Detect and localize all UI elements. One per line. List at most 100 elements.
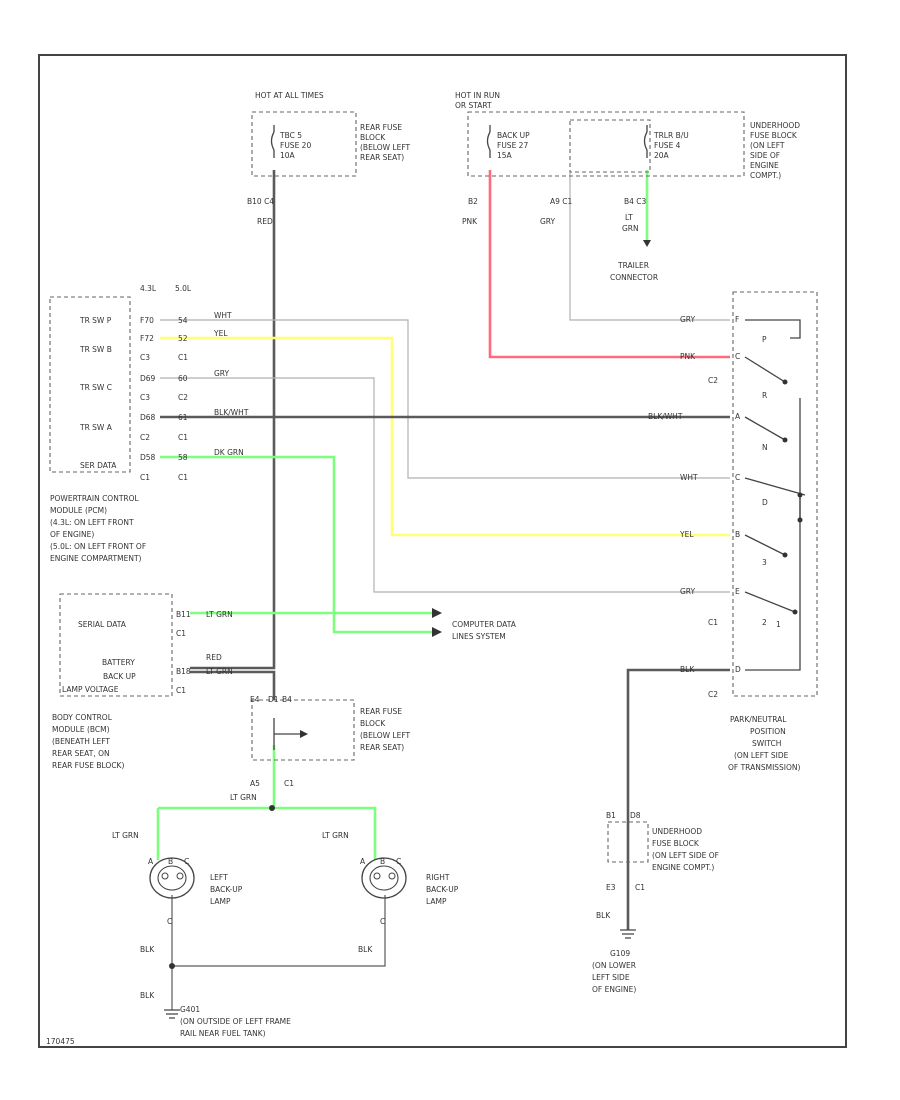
wire-yellow: [160, 336, 730, 537]
sw-pin-c: C: [735, 352, 740, 361]
conn-b10-c4: B10 C4: [247, 197, 274, 206]
pcm-col-43: F70 F72 C3 D69 C3 D68 C2 D58 C1: [140, 316, 156, 482]
trailer-connector-1: TRAILER: [617, 261, 649, 270]
left-blk: BLK: [140, 945, 155, 954]
left-pin-c: C: [184, 857, 189, 866]
tbc-fuse-3: 10A: [280, 151, 296, 160]
pcm-43-3: D69: [140, 374, 156, 383]
gnd-pin-d8: D8: [630, 811, 641, 820]
pcm-43-6: C2: [140, 433, 150, 442]
pcm-wire-wht: WHT: [214, 311, 232, 320]
backup-fuse-1: BACK UP: [497, 131, 530, 140]
bcm-battery: BATTERY: [102, 658, 135, 667]
pcm-desc-0: POWERTRAIN CONTROL: [50, 494, 140, 503]
gnd-underhood-1: FUSE BLOCK: [652, 839, 700, 848]
sw-pos-2: 2: [762, 618, 767, 627]
g109-label: G109: [610, 949, 630, 958]
underhood-fuse-block-top: [467, 111, 745, 177]
rear-fuse-block-3: (BELOW LEFT: [360, 143, 411, 152]
right-blk: BLK: [358, 945, 373, 954]
tbc-fuse-1: TBC 5: [279, 131, 302, 140]
gnd-wire-blk: BLK: [596, 911, 611, 920]
right-lamp-2: LAMP: [426, 897, 447, 906]
rear-fuse-block-2: BLOCK: [360, 133, 386, 142]
wire-lt-label: LT: [625, 213, 633, 222]
wire-red-label: RED: [257, 217, 273, 226]
wire-red-battery: [190, 170, 276, 670]
g109-desc-2: OF ENGINE): [592, 985, 636, 994]
g401-ground-icon: [164, 1009, 180, 1019]
bcm-pin-3: C1: [176, 686, 186, 695]
trailer-connector-2: CONNECTOR: [610, 273, 658, 282]
pcm-50-2: C1: [178, 353, 188, 362]
sw-row-yel: YEL: [679, 530, 694, 539]
wire-gry-label: GRY: [540, 217, 556, 226]
rear2-label-0: REAR FUSE: [360, 707, 402, 716]
gnd-underhood-3: ENGINE COMPT.): [652, 863, 714, 872]
sw-row-gry: GRY: [680, 315, 696, 324]
g401-desc-0: (ON OUTSIDE OF LEFT FRAME: [180, 1017, 291, 1026]
right-backup-lamp: [361, 857, 407, 899]
left-lamp-c: C: [167, 917, 172, 926]
conn-b4-c3: B4 C3: [624, 197, 647, 206]
bcm-wire-red: RED: [206, 653, 222, 662]
g401-desc-1: RAIL NEAR FUEL TANK): [180, 1029, 266, 1038]
g109-desc-0: (ON LOWER: [592, 961, 636, 970]
left-backup-lamp: [149, 857, 195, 899]
sw-row-blk: BLK: [680, 665, 695, 674]
pcm-4-3l: 4.3L: [140, 284, 157, 293]
sw-desc-0: PARK/NEUTRAL: [730, 715, 787, 724]
switch-contacts: [744, 319, 806, 671]
pcm-50-1: 52: [178, 334, 188, 343]
wire-pink: [488, 170, 730, 359]
pcm-desc-3: OF ENGINE): [50, 530, 94, 539]
left-pin-a: A: [148, 857, 154, 866]
rear-fuse-block-1: REAR FUSE: [360, 123, 402, 132]
pcm-43-7: D58: [140, 453, 156, 462]
pcm-43-0: F70: [140, 316, 154, 325]
wire-gray: [160, 377, 730, 593]
backup-fuse-2: FUSE 27: [497, 141, 528, 150]
g109-ground-icon: [620, 929, 636, 939]
rear-fuse-block-2: [251, 699, 355, 761]
splice-dot-2: [269, 805, 275, 811]
computer-data-2: LINES SYSTEM: [452, 632, 506, 641]
bcm-backup: BACK UP: [103, 672, 136, 681]
footer-code: 170475: [46, 1037, 75, 1046]
trlr-fuse-1: TRLR B/U: [653, 131, 689, 140]
underhood-fuse-bottom: [607, 821, 649, 863]
left-lamp-1: BACK-UP: [210, 885, 243, 894]
sw-row-blk-wht: BLK/WHT: [648, 412, 683, 421]
sw-pin-c2: C: [735, 473, 740, 482]
rear2-pin-3: A5: [250, 779, 260, 788]
pcm-43-5: D68: [140, 413, 156, 422]
rear2-pin-4: C1: [284, 779, 294, 788]
pcm-wire-yel: YEL: [213, 329, 228, 338]
fuse-symbols: [270, 125, 648, 158]
rear2-label-2: (BELOW LEFT: [360, 731, 411, 740]
rear2-label-1: BLOCK: [360, 719, 386, 728]
rear2-label-3: REAR SEAT): [360, 743, 404, 752]
pcm-pin-trsw-a: TR SW A: [79, 423, 113, 432]
sw-pos-r: R: [762, 391, 767, 400]
underhood-3: (ON LEFT: [750, 141, 785, 150]
backup-fuse-3: 15A: [497, 151, 513, 160]
wire-white: [160, 319, 730, 479]
sw-pin-f: F: [735, 315, 739, 324]
pcm-pin-trsw-c: TR SW C: [79, 383, 112, 392]
rear2-wire: LT GRN: [230, 793, 257, 802]
conn-b2: B2: [468, 197, 478, 206]
pcm-50-4: C2: [178, 393, 188, 402]
g401-label: G401: [180, 1005, 200, 1014]
trailer-connector-icon: [643, 240, 651, 247]
pcm-50-5: 61: [178, 413, 188, 422]
sw-desc-3: (ON LEFT SIDE: [734, 751, 789, 760]
sw-desc-4: OF TRANSMISSION): [728, 763, 801, 772]
sw-pin-b: B: [735, 530, 740, 539]
gnd-underhood-2: (ON LEFT SIDE OF: [652, 851, 719, 860]
rear2-pin-2: B4: [282, 695, 292, 704]
sw-pin-a: A: [735, 412, 741, 421]
sw-pin-e: E: [735, 587, 740, 596]
bcm-pin-1: C1: [176, 629, 186, 638]
